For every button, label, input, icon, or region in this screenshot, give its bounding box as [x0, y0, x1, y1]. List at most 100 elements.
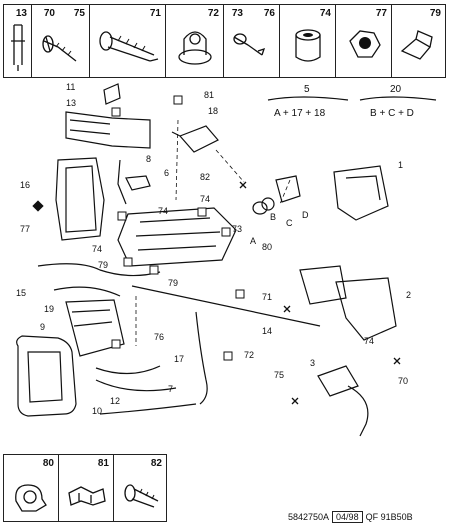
- parts-strip-top: 13 70 75 71 72 73 76: [3, 4, 446, 78]
- part-C: [261, 197, 275, 211]
- callout-A: A: [250, 236, 256, 246]
- cable-19: [53, 286, 121, 297]
- callout-6: 6: [164, 168, 169, 178]
- callout-15: 15: [16, 288, 26, 298]
- part-number: 13: [15, 8, 27, 19]
- part-cell-81: 81: [59, 455, 114, 521]
- callout-10: 10: [92, 406, 102, 416]
- part-number: 72: [207, 8, 219, 19]
- legend-number-5: 5: [304, 84, 310, 95]
- callout-C: C: [286, 218, 293, 228]
- part-B: [252, 201, 268, 215]
- callout-72: 72: [244, 350, 254, 360]
- callout-19: 19: [44, 304, 54, 314]
- callout-73: 73: [232, 224, 242, 234]
- lever-part-6: [125, 175, 151, 191]
- callout-11: 11: [66, 82, 75, 92]
- callout-75: 75: [274, 370, 284, 380]
- callout-79-b: 79: [168, 278, 178, 288]
- part-D: [275, 175, 301, 203]
- callout-80: 80: [262, 242, 272, 252]
- rod-part-8: [117, 159, 127, 205]
- part-number: 71: [149, 8, 161, 19]
- cable-lower: [99, 403, 197, 415]
- grommet-icon: [178, 31, 212, 65]
- part-number: 80: [42, 458, 54, 469]
- screw-long-icon: [99, 31, 159, 62]
- cable-17: [195, 311, 208, 405]
- legend-line-5: [267, 96, 349, 101]
- cable-clip-icon: [15, 484, 47, 512]
- callout-81: 81: [204, 90, 214, 100]
- drawing-ref-number: 5842750A: [288, 512, 330, 522]
- callout-74-b: 74: [200, 194, 210, 204]
- callout-76: 76: [154, 332, 164, 342]
- callout-17: 17: [174, 354, 184, 364]
- callout-B: B: [270, 212, 276, 222]
- callout-D: D: [302, 210, 309, 220]
- motor-part-9: [65, 299, 125, 357]
- part-cell-80: 80: [4, 455, 59, 521]
- part-cell-74: 74: [280, 5, 336, 77]
- callout-16: 16: [20, 180, 30, 190]
- callout-7: 7: [168, 384, 173, 394]
- clip-icon: [400, 30, 433, 60]
- legend-number-20: 20: [390, 84, 402, 95]
- part-cell-71: 71: [90, 5, 166, 77]
- pin-icon: [233, 33, 266, 56]
- legend-formula-20: B + C + D: [370, 108, 414, 119]
- callout-9: 9: [40, 322, 45, 332]
- parts-strip-bottom: 80 81 82: [3, 454, 167, 522]
- callout-1: 1: [398, 160, 403, 170]
- part-cell-82: 82: [114, 455, 166, 521]
- screw-icon: [124, 484, 159, 508]
- callout-74-a: 74: [158, 206, 168, 216]
- part-cell-72: 72: [166, 5, 224, 77]
- part-number: 75: [73, 8, 85, 19]
- callout-8: 8: [146, 154, 151, 164]
- callout-70: 70: [398, 376, 408, 386]
- drawing-date: 04/98: [332, 511, 363, 523]
- latch-part-2: [299, 265, 397, 341]
- bush-icon: [295, 29, 321, 62]
- legend-line-20: [359, 96, 437, 101]
- handle-part: [65, 111, 151, 149]
- inner-handle-16: [55, 157, 105, 241]
- cable-12: [95, 365, 177, 392]
- part-number: 77: [375, 8, 387, 19]
- callout-18: 18: [208, 106, 218, 116]
- retainer-icon: [68, 486, 106, 506]
- callout-74-d: 74: [364, 336, 374, 346]
- legend-formula-5: A + 17 + 18: [274, 108, 326, 119]
- part-cell-73: 73 76: [224, 5, 280, 77]
- callout-14: 14: [262, 326, 272, 336]
- part-number: 70: [43, 8, 55, 19]
- callout-3: 3: [310, 358, 315, 368]
- part-number: 79: [429, 8, 441, 19]
- nut-icon: [349, 30, 381, 58]
- part-number: 82: [150, 458, 162, 469]
- seal-part-10: [16, 335, 77, 417]
- callout-79-a: 79: [98, 260, 108, 270]
- part-cell-77: 77: [336, 5, 392, 77]
- part-number: 76: [263, 8, 275, 19]
- callout-77: 77: [20, 224, 30, 234]
- bracket-part-11: [103, 83, 121, 105]
- part-cell-70-75: 70 75: [32, 5, 90, 77]
- screw-short-icon: [42, 35, 77, 62]
- callout-13: 13: [66, 98, 76, 108]
- actuator-part-3: [317, 365, 369, 437]
- latch-part-1: [333, 165, 389, 221]
- callout-71: 71: [262, 292, 272, 302]
- part-cell-79: 79: [392, 5, 445, 77]
- mechanism-detail: [135, 217, 221, 251]
- drawing-code: QF 91B50B: [365, 512, 413, 522]
- rod-14: [131, 285, 321, 327]
- callout-74-c: 74: [92, 244, 102, 254]
- part-number: 74: [319, 8, 331, 19]
- callout-2: 2: [406, 290, 411, 300]
- lock-mechanism-A: [117, 207, 237, 267]
- spring-clip-icon: [11, 24, 25, 71]
- callout-82: 82: [200, 172, 210, 182]
